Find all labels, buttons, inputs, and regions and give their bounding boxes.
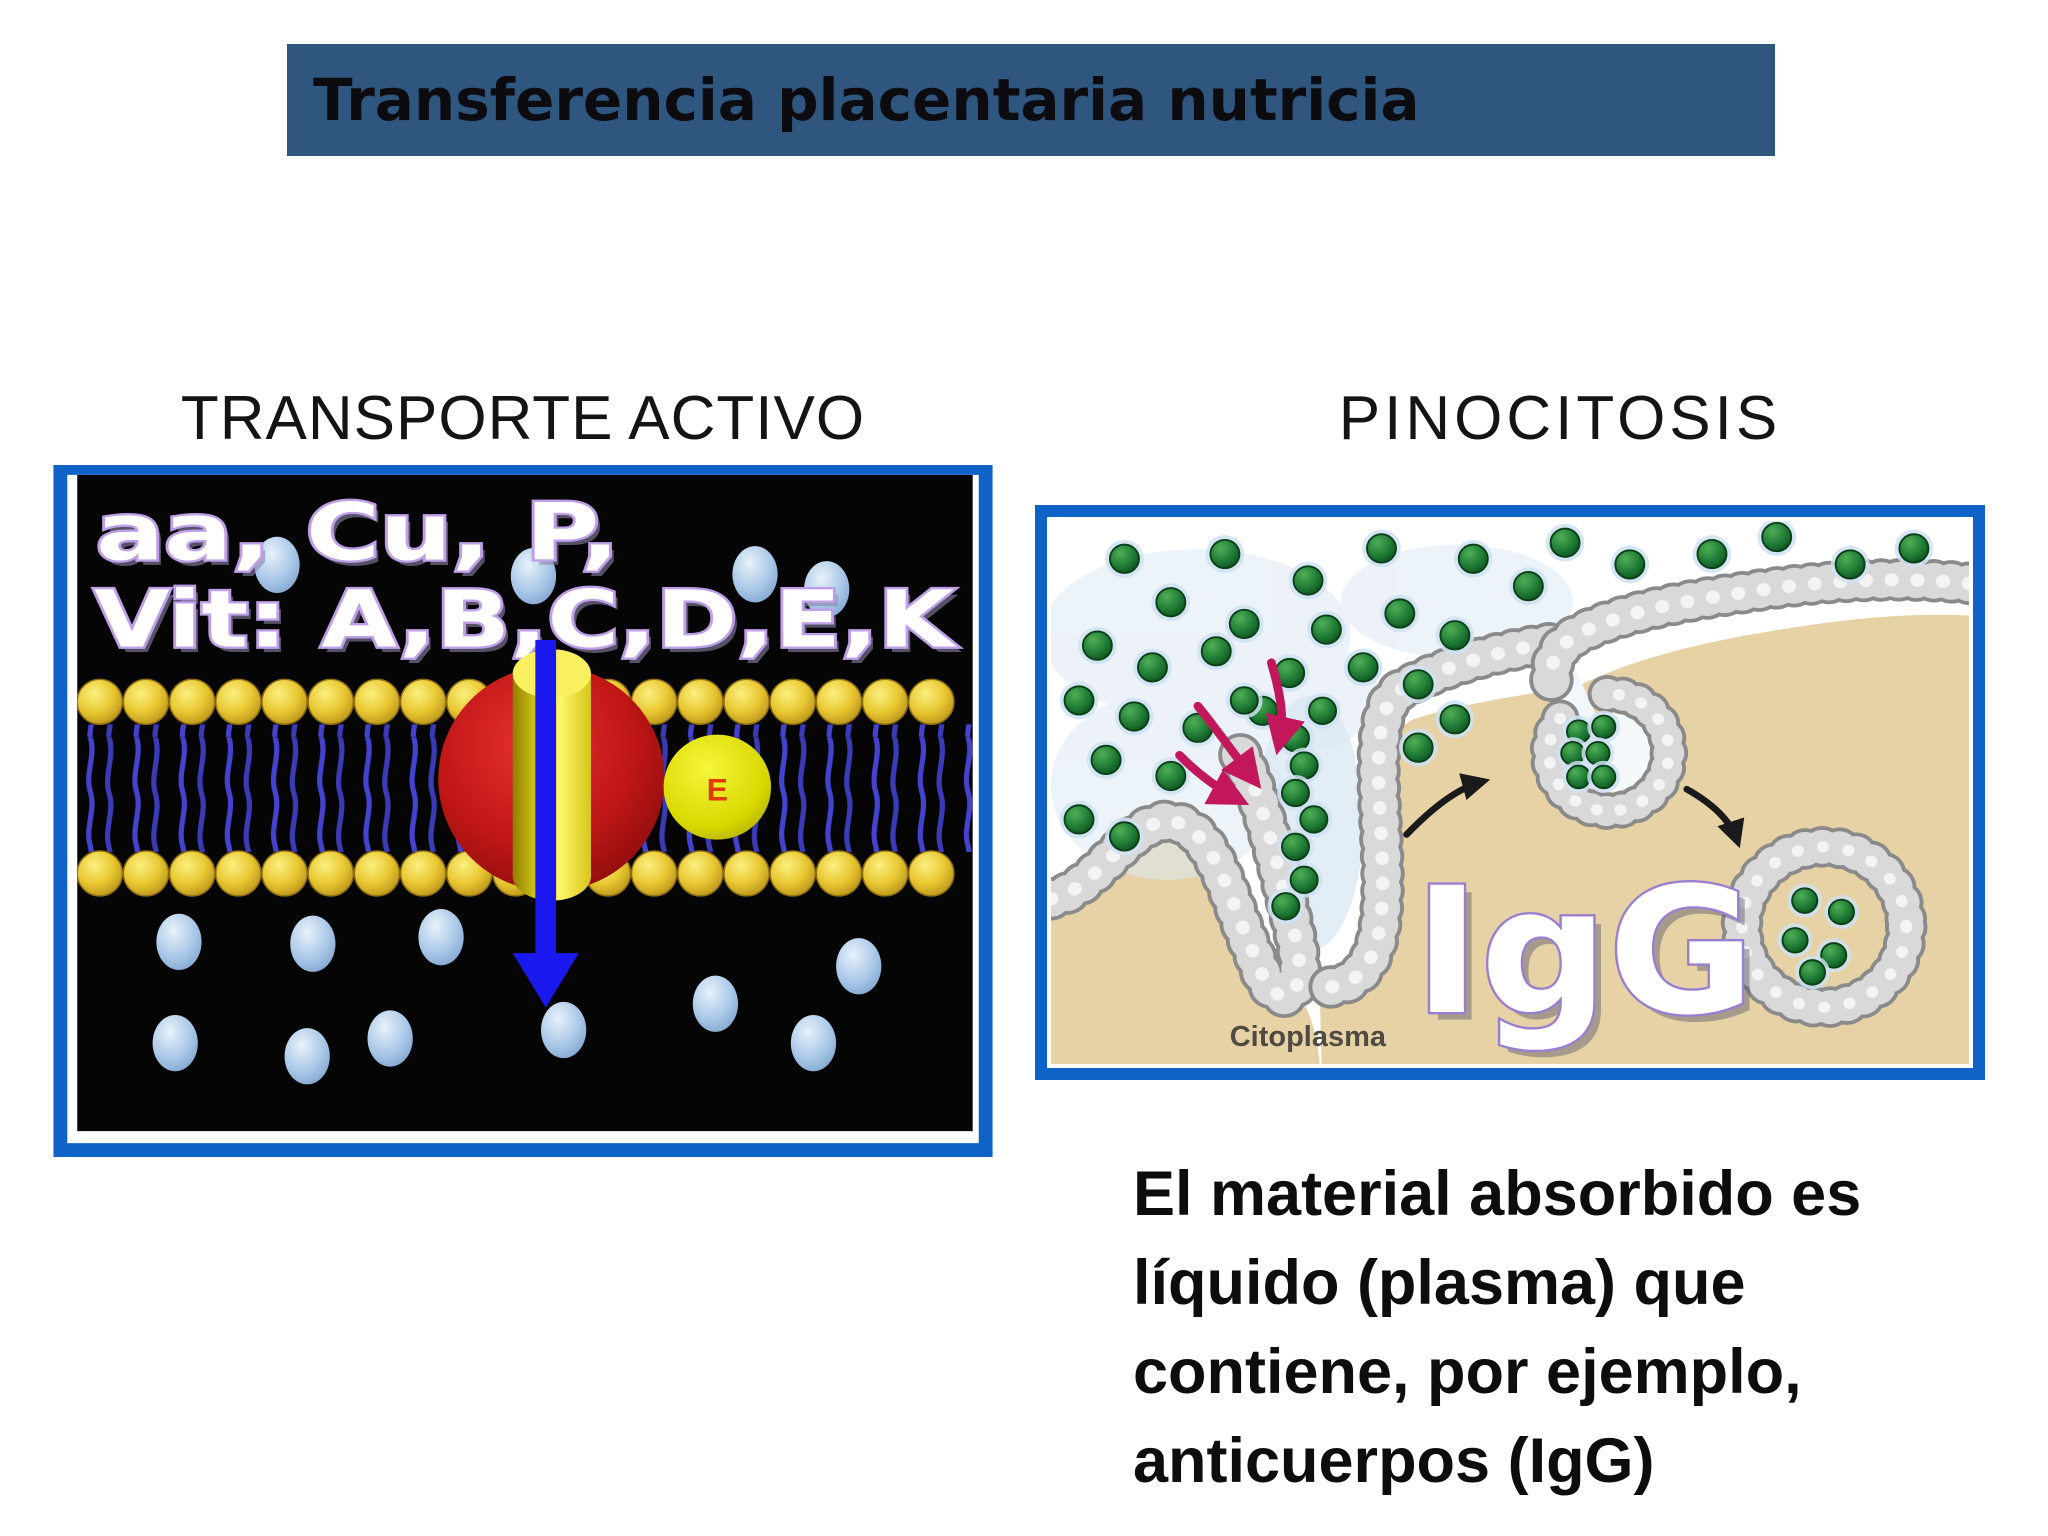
caption-line: líquido (plasma) que: [1133, 1248, 1746, 1318]
cytoplasm-label: Citoplasma: [1230, 1021, 1387, 1053]
caption-line: El material absorbido es: [1133, 1159, 1862, 1229]
heading-transporte-activo: TRANSPORTE ACTIVO: [180, 384, 866, 453]
nutrient-text-shadow-1: aa, Cu, P,: [101, 492, 624, 584]
enzyme-sphere: [663, 734, 772, 840]
cell-membrane: [1051, 558, 1969, 1018]
heading-pinocitosis: PINOCITOSIS: [1338, 384, 1782, 453]
pinocytosis-figure: IgG IgG Citoplasma: [1035, 505, 1985, 1080]
caption-line: contiene, por ejemplo,: [1133, 1337, 1802, 1407]
right-figure-content: IgG IgG Citoplasma: [1051, 521, 1969, 1064]
process-arrows: [1403, 773, 1745, 849]
slide-title: Transferencia placentaria nutricia: [313, 66, 1420, 134]
lipid-heads: [77, 678, 955, 897]
igg-label: IgG: [1414, 850, 1755, 1054]
igg-label-shadow: IgG: [1422, 858, 1763, 1062]
cytoplasm-left: [1051, 825, 1320, 1064]
nutrient-text-line2: Vit: A,B,C,D,E,K: [94, 574, 957, 666]
pinocytotic-vesicle: [1720, 826, 1928, 1029]
caption-line: anticuerpos (IgG): [1133, 1426, 1655, 1496]
igg-molecules: [1059, 521, 1934, 990]
solute-molecules-bottom: [152, 909, 882, 1085]
active-transport-figure: aa, Cu, P, aa, Cu, P, Vit: A,B,C,D,E,K V…: [48, 465, 998, 1157]
caption-text: El material absorbido es líquido (plasma…: [1133, 1150, 1861, 1506]
entry-arrows: [1175, 658, 1305, 806]
title-banner: Transferencia placentaria nutricia: [287, 44, 1775, 156]
enzyme-label: E: [707, 771, 728, 807]
active-transport-svg: aa, Cu, P, aa, Cu, P, Vit: A,B,C,D,E,K V…: [53, 465, 993, 1157]
pinocytosis-svg: IgG IgG Citoplasma: [1035, 505, 1985, 1080]
nutrient-text-line1: aa, Cu, P,: [96, 486, 619, 578]
solute-molecules-top: [254, 536, 850, 618]
left-figure-content: aa, Cu, P, aa, Cu, P, Vit: A,B,C,D,E,K V…: [77, 474, 973, 1132]
transport-arrow: [512, 639, 579, 1008]
